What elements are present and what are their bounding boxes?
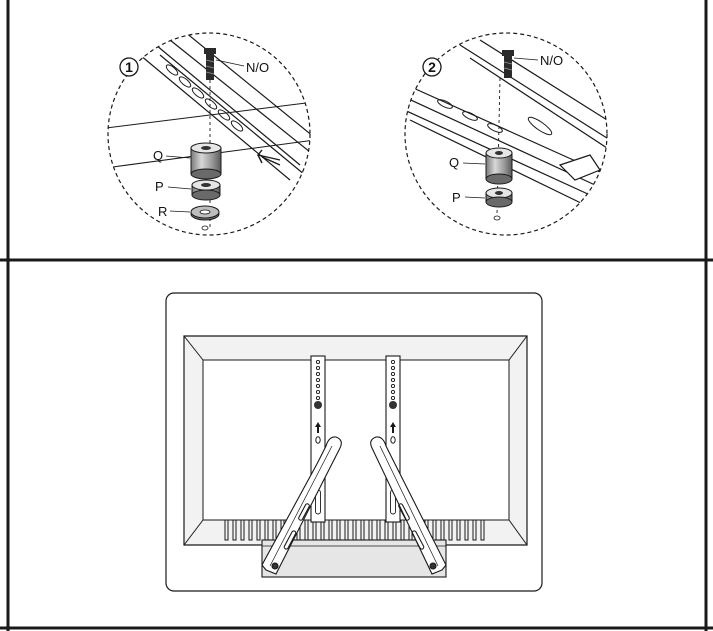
detail-1-screw	[204, 48, 245, 80]
bracket-hole	[390, 359, 396, 365]
detail-1-bracket-slots	[165, 64, 244, 132]
vent-slot	[480, 519, 485, 541]
bracket-hole	[390, 395, 396, 401]
right-support-arm	[370, 436, 447, 575]
vent-slot	[336, 519, 341, 541]
bracket-hole	[390, 377, 396, 383]
detail-2-step-badge: 2	[422, 57, 442, 77]
tv-rear-view	[165, 292, 543, 592]
svg-text:1: 1	[125, 59, 133, 75]
vent-slot	[456, 519, 461, 541]
detail-2-screw	[502, 50, 539, 78]
detail-1-spacer-p	[191, 179, 221, 201]
vent-slot	[464, 519, 469, 541]
vent-slot	[400, 519, 405, 541]
detail-1-step-badge: 1	[119, 57, 139, 77]
bracket-hole	[315, 377, 321, 383]
detail-2-spacer-q	[485, 147, 513, 185]
bracket-hole	[390, 365, 396, 371]
bracket-hole	[390, 383, 396, 389]
detail-1-bracket	[139, 33, 310, 181]
detail-2-spacer-p	[485, 187, 513, 208]
svg-text:2: 2	[428, 59, 436, 75]
detail-2-spacer-p-label: P	[452, 190, 461, 205]
bracket-hole	[315, 371, 321, 377]
detail-1-screw-label: N/O	[246, 60, 269, 75]
vent-slot	[344, 519, 349, 541]
bracket-hole	[390, 389, 396, 395]
vent-slot	[352, 519, 357, 541]
vent-slot	[232, 519, 237, 541]
detail-1: N/O Q P R	[107, 32, 311, 236]
bracket-hole	[315, 395, 321, 401]
detail-2-screw-label: N/O	[540, 53, 563, 68]
vent-slot	[448, 519, 453, 541]
bracket-hole	[315, 365, 321, 371]
vent-slot	[376, 519, 381, 541]
vent-slot	[240, 519, 245, 541]
detail-1-spacer-q-label: Q	[153, 148, 163, 163]
detail-1-washer-r-label: R	[158, 204, 167, 219]
bracket-hole	[315, 359, 321, 365]
vent-slot	[256, 519, 261, 541]
vent-slot	[384, 519, 389, 541]
vent-slot	[304, 519, 309, 541]
vent-slot	[224, 519, 229, 541]
vent-slot	[328, 519, 333, 541]
vent-slot	[472, 519, 477, 541]
vent-slot	[264, 519, 269, 541]
detail-1-spacer-p-label: P	[155, 179, 164, 194]
vent-slot	[392, 519, 397, 541]
detail-2: N/O Q P 2	[404, 32, 608, 236]
bracket-hole	[390, 371, 396, 377]
vent-slot	[432, 519, 437, 541]
detail-1-washer-r	[190, 205, 220, 221]
bracket-hole	[315, 383, 321, 389]
vent-slot	[368, 519, 373, 541]
vent-slot	[248, 519, 253, 541]
detail-2-spacer-q-label: Q	[449, 155, 459, 170]
detail-2-bracket-slots	[437, 99, 553, 136]
left-support-arm	[261, 436, 342, 575]
bracket-hole	[315, 389, 321, 395]
vent-slot	[320, 519, 325, 541]
tv-inner-panel	[202, 359, 510, 521]
detail-1-slide-arrow	[256, 149, 281, 166]
vent-slot	[360, 519, 365, 541]
detail-1-spacer-q	[190, 142, 222, 180]
detail-2-circle	[404, 32, 608, 236]
vent-slot	[440, 519, 445, 541]
vent-slot	[312, 519, 317, 541]
vent-slot	[272, 519, 277, 541]
